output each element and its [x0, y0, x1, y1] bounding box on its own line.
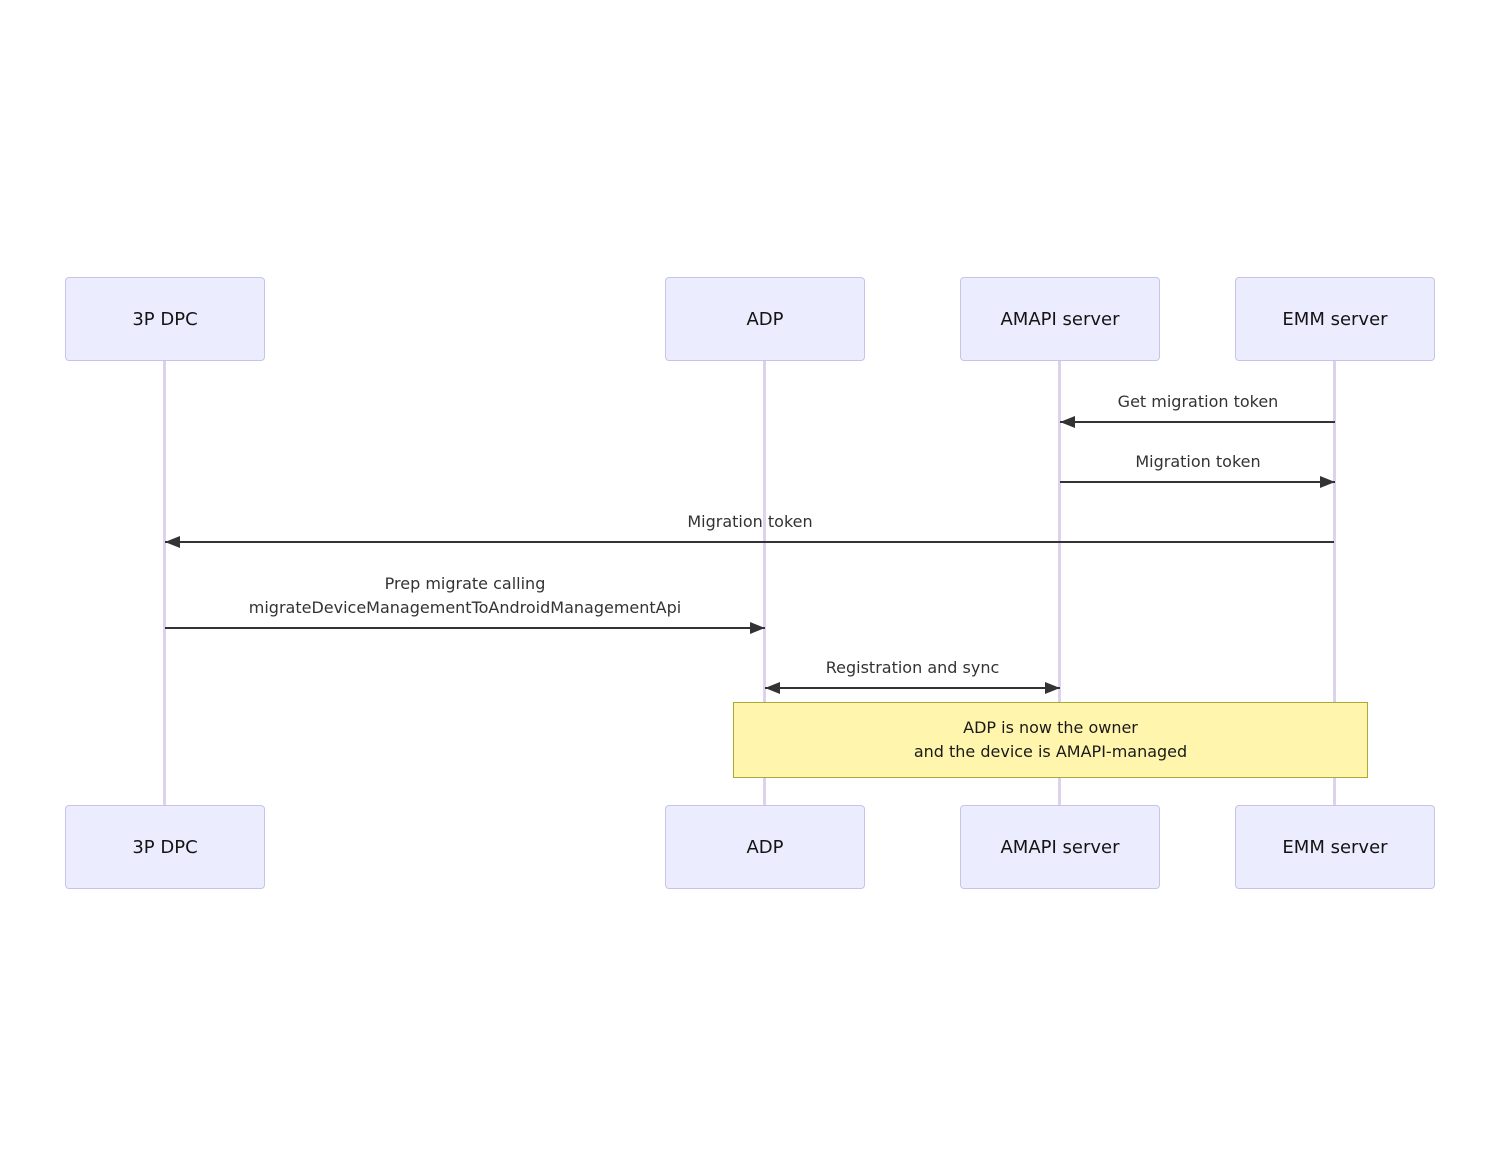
actor-label: 3P DPC [132, 308, 198, 330]
actor-label: EMM server [1282, 308, 1388, 330]
message-arrow-migration-token-1 [1060, 476, 1335, 488]
actor-box-adp-bottom: ADP [665, 805, 865, 889]
message-arrow-get-migration-token [1060, 416, 1335, 428]
actor-box-emm-server-top: EMM server [1235, 277, 1435, 361]
message-label-prep-migrate: Prep migrate calling migrateDeviceManage… [165, 572, 765, 620]
arrowhead-left [1060, 416, 1075, 428]
message-label-get-migration-token: Get migration token [1117, 392, 1279, 411]
arrowhead-right [1320, 476, 1335, 488]
actor-box-emm-server-bottom: EMM server [1235, 805, 1435, 889]
actor-label: AMAPI server [1000, 836, 1120, 858]
actor-label: 3P DPC [132, 836, 198, 858]
actor-box-3p-dpc-top: 3P DPC [65, 277, 265, 361]
actor-label: ADP [746, 836, 784, 858]
arrowhead-left [165, 536, 180, 548]
message-label-line1: Prep migrate calling [384, 574, 546, 593]
lifeline-emm-server [1333, 361, 1336, 805]
message-label-migration-token-2: Migration token [687, 512, 813, 531]
arrowhead-right [750, 622, 765, 634]
note-line1: ADP is now the owner [963, 718, 1138, 737]
message-arrow-migration-token-2 [165, 536, 1334, 548]
message-label-registration-and-sync: Registration and sync [825, 658, 1000, 677]
message-label-migration-token-1: Migration token [1135, 452, 1261, 471]
actor-label: EMM server [1282, 836, 1388, 858]
actor-box-3p-dpc-bottom: 3P DPC [65, 805, 265, 889]
message-arrow-registration-and-sync [765, 682, 1060, 694]
actor-box-adp-top: ADP [665, 277, 865, 361]
message-label-line2: migrateDeviceManagementToAndroidManageme… [248, 598, 682, 617]
lifeline-amapi-server [1058, 361, 1061, 805]
lifeline-3p-dpc [163, 361, 166, 805]
lifeline-adp [763, 361, 766, 805]
actor-label: AMAPI server [1000, 308, 1120, 330]
arrowhead-left [765, 682, 780, 694]
note-adp-owner: ADP is now the owner and the device is A… [733, 702, 1368, 778]
note-line2: and the device is AMAPI-managed [913, 742, 1188, 761]
actor-box-amapi-server-bottom: AMAPI server [960, 805, 1160, 889]
actor-box-amapi-server-top: AMAPI server [960, 277, 1160, 361]
arrowhead-right [1045, 682, 1060, 694]
actor-label: ADP [746, 308, 784, 330]
message-arrow-prep-migrate [165, 622, 765, 634]
